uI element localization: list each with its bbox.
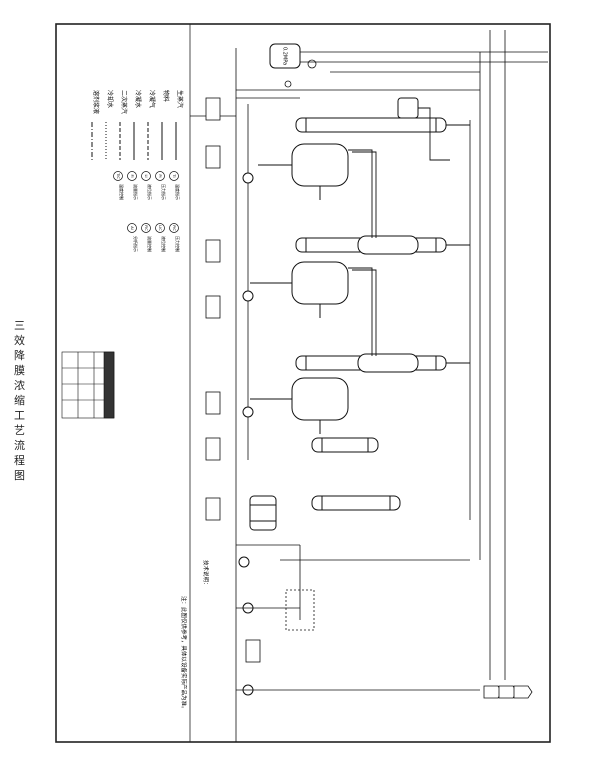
instrument-label: 液位控制 <box>161 236 167 252</box>
instrument-tag: FI <box>130 174 134 177</box>
instrument-tag: LI <box>144 175 148 178</box>
instrument-label: 流量控制 <box>147 236 153 252</box>
lower-pipes <box>236 544 480 691</box>
drawing-frame <box>55 23 551 743</box>
separator-effect-3 <box>250 377 349 434</box>
instrument-tag: PI <box>158 174 162 177</box>
instrument-label: 液位指示 <box>147 184 153 200</box>
drawing-title: 三效降膜浓缩工艺流程图 <box>14 319 26 482</box>
header-lines <box>190 30 548 742</box>
evaporator-effect-2 <box>295 235 447 255</box>
instrument-symbol <box>169 223 179 233</box>
instrument-label: 分析指示 <box>133 236 139 252</box>
instrument-symbol <box>141 171 151 181</box>
vapor-pipes <box>348 107 470 364</box>
instrument-label: 温度控制 <box>119 184 125 200</box>
legend-label: 冷凝水 <box>134 90 142 108</box>
condenser <box>311 437 401 511</box>
legend-label: 冷却水 <box>106 90 114 108</box>
disclaimer-note: 注：此图仅供参考，具体以设备实际产品为准。 <box>180 596 188 712</box>
instrument-symbol <box>155 171 165 181</box>
separator-effect-1 <box>258 143 349 200</box>
legend-label: 冷凝气 <box>148 90 156 108</box>
inlet-tags <box>205 97 261 663</box>
separator-effect-2 <box>250 261 349 318</box>
instrument-tag: AI <box>130 226 134 229</box>
instrument-symbol <box>113 171 123 181</box>
instrument-tag: FIC <box>144 225 148 231</box>
pumps <box>238 172 254 696</box>
legend-label: 物料 <box>162 90 170 102</box>
legend-label: 溶剂浆液 <box>92 90 100 114</box>
equipment-table <box>61 351 115 419</box>
evaporator-effect-1 <box>295 97 447 133</box>
instrument-label: 压力指示 <box>161 184 167 200</box>
evaporator-effect-3 <box>295 353 447 373</box>
condensate-tank <box>249 495 277 531</box>
instrument-symbol <box>155 223 165 233</box>
instrument-tag: PIC <box>172 225 176 231</box>
instrument-symbol <box>127 171 137 181</box>
instrument-tag: TI <box>172 173 176 177</box>
instrument-label: 温度指示 <box>175 184 181 200</box>
instrument-label: 流量指示 <box>133 184 139 200</box>
instrument-label: 压力控制 <box>175 236 181 252</box>
legend-label: 二次蒸汽 <box>120 90 128 114</box>
gauge-label: 0.2MPa <box>282 47 288 65</box>
process-notes-title: 技术说明： <box>202 560 210 588</box>
instrument-tag: LIC <box>158 225 162 231</box>
instrument-symbol <box>141 223 151 233</box>
pressure-gauge: 0.2MPa <box>269 43 317 88</box>
instrument-tag: TIC <box>116 172 120 179</box>
process-notes: 技术说明： 注：此图仅供参考，具体以设备实际产品为准。 <box>180 560 210 712</box>
instrument-symbol <box>169 171 179 181</box>
outlet-tags <box>483 685 533 699</box>
legend-label: 生蒸汽 <box>176 90 184 108</box>
instrument-symbol <box>127 223 137 233</box>
